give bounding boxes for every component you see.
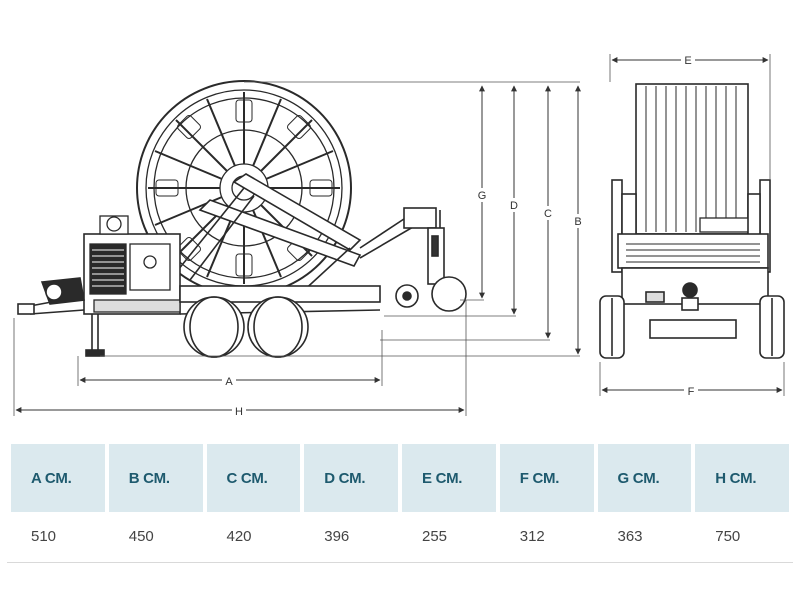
chassis [17,277,381,357]
wheels [183,276,467,358]
hose-reel-drum [136,80,352,296]
side-view [13,80,581,416]
dim-label-e: E [684,55,691,67]
front-drum [635,83,759,235]
header-h: H CM. [695,444,789,512]
header-e: E CM. [402,444,496,512]
header-a: A CM. [11,444,105,512]
dim-label-d: D [510,200,518,212]
value-f: 312 [519,527,545,545]
value-e: 255 [422,527,448,545]
header-f: F CM. [499,444,594,512]
dimensions-table: A CM. B CM. C CM. D CM. E CM. F CM. G CM… [7,444,793,560]
dimensions-header-row: A CM. B CM. C CM. D CM. E CM. F CM. G CM… [11,444,789,512]
dim-label-f: F [688,386,695,398]
value-a: 510 [31,527,57,545]
engine-box [83,215,181,315]
value-h: 750 [715,527,741,545]
dimensions-value-row: 510 450 420 396 255 312 363 750 [11,512,789,560]
value-b: 450 [128,527,154,545]
dim-label-b: B [574,216,581,228]
front-frame [611,179,771,339]
header-c: C CM. [206,444,301,512]
value-g: 363 [617,527,643,545]
header-b: B CM. [108,444,203,512]
value-c: 420 [226,527,252,545]
front-view [599,54,785,396]
table-bottom-rule [7,562,793,563]
dim-label-h: H [235,406,243,418]
dim-label-g: G [478,190,487,202]
dim-label-a: A [225,376,233,388]
machine-dimension-drawing: G D C B A H [13,53,785,418]
extension-lines [13,81,580,416]
value-d: 396 [324,527,350,545]
reel-arm [177,173,445,295]
header-g: G CM. [597,444,692,512]
header-d: D CM. [304,444,398,512]
front-tires [599,295,785,359]
dim-label-c: C [544,208,552,220]
